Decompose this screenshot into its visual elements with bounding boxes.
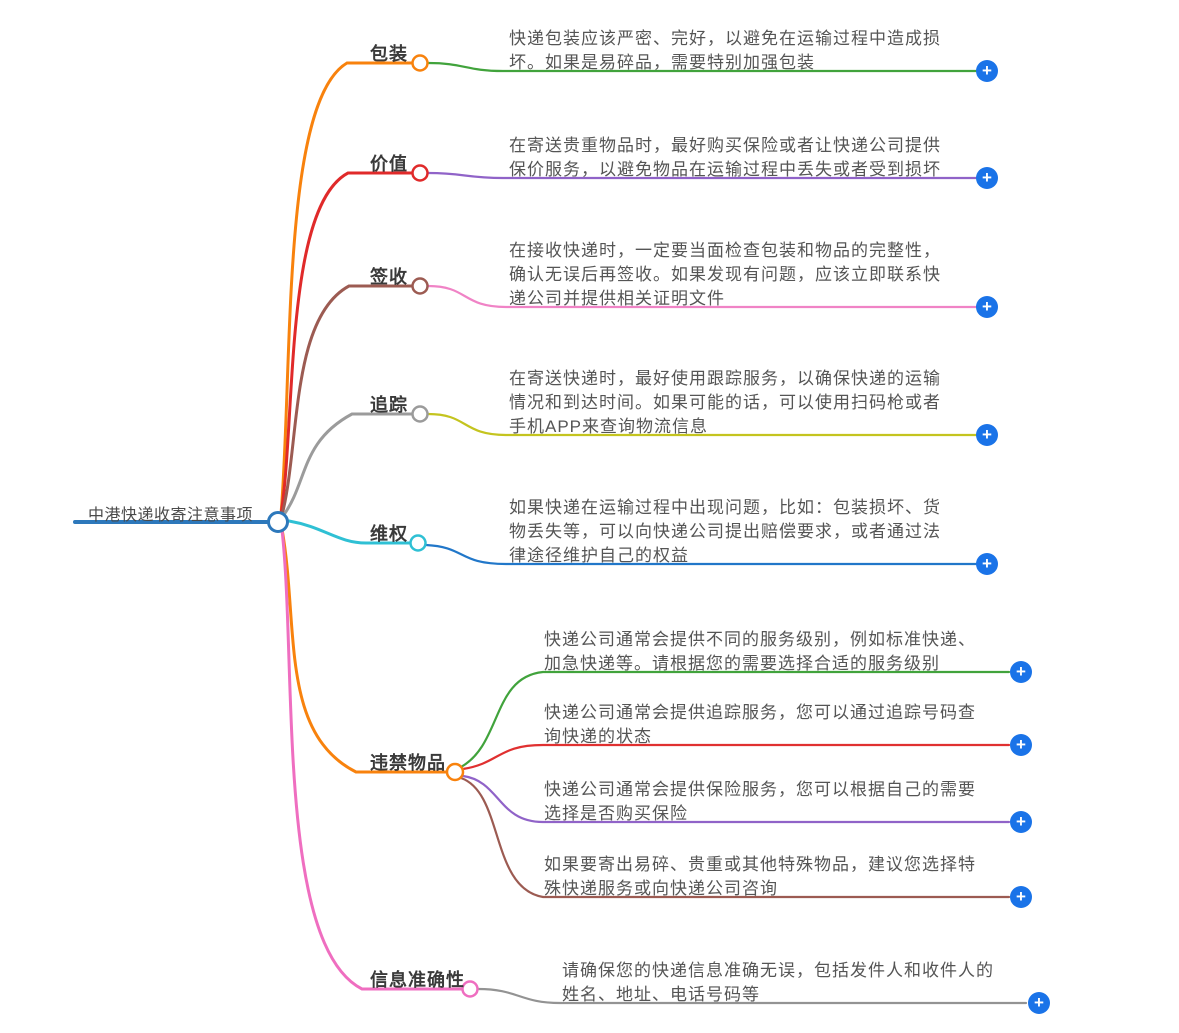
plus-icon: + <box>982 167 992 187</box>
branch-anchor-tracking[interactable] <box>411 405 429 423</box>
branch-anchor-packaging[interactable] <box>411 54 429 72</box>
leaf-line-tracking-0 <box>426 412 978 437</box>
leaf-line-prohibited-items-0 <box>459 670 1011 769</box>
add-node-button-prohibited-items-1[interactable]: + <box>1010 734 1032 756</box>
leaf-note-tracking-0[interactable]: 在寄送快递时，最好使用跟踪服务，以确保快递的运输情况和到达时间。如果可能的话，可… <box>509 369 941 436</box>
add-node-button-prohibited-items-0[interactable]: + <box>1010 661 1032 683</box>
plus-icon: + <box>1034 992 1044 1012</box>
add-node-button-info-accuracy-0[interactable]: + <box>1028 992 1050 1014</box>
branch-label-rights-protection[interactable]: 维权 <box>370 524 408 544</box>
leaf-line-packaging-0 <box>426 61 978 73</box>
branch-line-value <box>279 171 414 516</box>
branch-line-tracking <box>281 412 414 518</box>
add-node-button-rights-protection-0[interactable]: + <box>976 553 998 575</box>
branch-line-info-accuracy <box>280 528 464 991</box>
branch-anchor-value[interactable] <box>411 164 429 182</box>
add-node-button-value-0[interactable]: + <box>976 167 998 189</box>
branch-label-value[interactable]: 价值 <box>370 154 408 174</box>
plus-icon: + <box>982 553 992 573</box>
branch-line-sign-off <box>280 284 414 517</box>
leaf-line-rights-protection-0 <box>424 543 978 566</box>
branch-anchor-info-accuracy[interactable] <box>461 980 479 998</box>
leaf-line-info-accuracy-0 <box>476 987 1028 1005</box>
branch-anchor-prohibited-items[interactable] <box>445 762 465 782</box>
leaf-note-sign-off-0[interactable]: 在接收快递时，一定要当面检查包装和物品的完整性，确认无误后再签收。如果发现有问题… <box>509 241 941 308</box>
branch-anchor-rights-protection[interactable] <box>409 534 427 552</box>
root-node-label[interactable]: 中港快递收寄注意事项 <box>88 507 254 524</box>
branch-label-sign-off[interactable]: 签收 <box>370 267 408 287</box>
branch-anchor-sign-off[interactable] <box>411 277 429 295</box>
branch-label-packaging[interactable]: 包装 <box>370 44 408 64</box>
leaf-note-prohibited-items-3[interactable]: 如果要寄出易碎、贵重或其他特殊物品，建议您选择特殊快递服务或向快递公司咨询 <box>544 855 976 898</box>
add-node-button-sign-off-0[interactable]: + <box>976 296 998 318</box>
plus-icon: + <box>1016 734 1026 754</box>
leaf-note-rights-protection-0[interactable]: 如果快递在运输过程中出现问题，比如：包装损坏、货物丢失等，可以向快递公司提出赔偿… <box>509 498 941 565</box>
leaf-note-packaging-0[interactable]: 快递包装应该严密、完好，以避免在运输过程中造成损坏。如果是易碎品，需要特别加强包… <box>509 29 941 72</box>
leaf-line-prohibited-items-2 <box>461 774 1011 824</box>
branch-label-tracking[interactable]: 追踪 <box>370 395 408 415</box>
leaf-note-info-accuracy-0[interactable]: 请确保您的快递信息准确无误，包括发件人和收件人的姓名、地址、电话号码等 <box>562 961 994 1004</box>
leaf-note-prohibited-items-0[interactable]: 快递公司通常会提供不同的服务级别，例如标准快递、加急快递等。请根据您的需要选择合… <box>544 630 976 673</box>
add-node-button-packaging-0[interactable]: + <box>976 60 998 82</box>
branch-line-prohibited-items <box>280 527 448 774</box>
plus-icon: + <box>1016 811 1026 831</box>
leaf-line-prohibited-items-3 <box>459 776 1011 899</box>
branch-label-prohibited-items[interactable]: 违禁物品 <box>370 753 446 773</box>
leaf-line-sign-off-0 <box>426 284 978 309</box>
plus-icon: + <box>982 424 992 444</box>
add-node-button-prohibited-items-3[interactable]: + <box>1010 886 1032 908</box>
branch-label-info-accuracy[interactable]: 信息准确性 <box>370 970 465 990</box>
leaf-note-value-0[interactable]: 在寄送贵重物品时，最好购买保险或者让快递公司提供保价服务，以避免物品在运输过程中… <box>509 136 941 179</box>
plus-icon: + <box>1016 661 1026 681</box>
plus-icon: + <box>982 60 992 80</box>
branch-line-rights-protection <box>287 519 412 545</box>
leaf-note-prohibited-items-2[interactable]: 快递公司通常会提供保险服务，您可以根据自己的需要选择是否购买保险 <box>544 780 976 823</box>
root-node-anchor[interactable] <box>267 511 289 533</box>
plus-icon: + <box>1016 886 1026 906</box>
leaf-note-prohibited-items-1[interactable]: 快递公司通常会提供追踪服务，您可以通过追踪号码查询快递的状态 <box>544 703 976 746</box>
leaf-line-prohibited-items-1 <box>461 743 1011 771</box>
plus-icon: + <box>982 296 992 316</box>
add-node-button-prohibited-items-2[interactable]: + <box>1010 811 1032 833</box>
leaf-line-value-0 <box>426 171 978 180</box>
add-node-button-tracking-0[interactable]: + <box>976 424 998 446</box>
branch-line-packaging <box>279 61 414 516</box>
